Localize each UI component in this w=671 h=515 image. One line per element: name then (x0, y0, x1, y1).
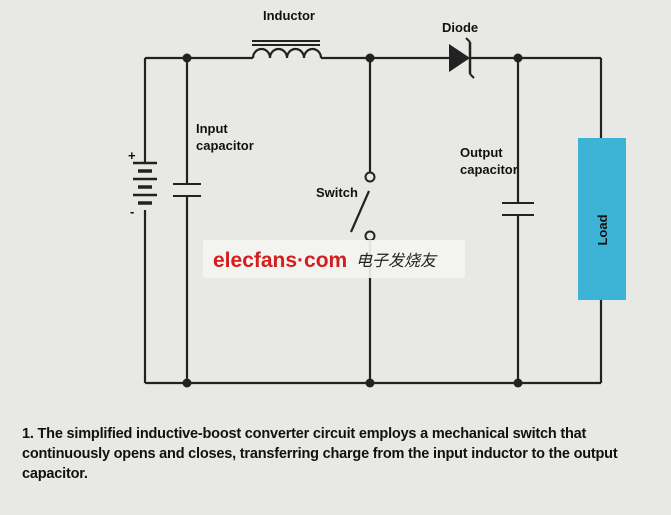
junction-dot (182, 378, 192, 388)
switch-contact-top (364, 171, 376, 183)
input-capacitor-label-line1: Input (196, 121, 228, 136)
inductor-label: Inductor (263, 8, 315, 23)
input-capacitor-label-line2: capacitor (196, 138, 254, 153)
battery-icon (133, 161, 157, 205)
watermark-brand: elecfans·com (213, 249, 347, 272)
junction-dot (365, 378, 375, 388)
switch-label: Switch (316, 185, 358, 200)
circuit-diagram: + - Load Inductor Diode Input capacitor … (128, 8, 626, 388)
junction-dot (513, 378, 523, 388)
figure-caption: 1. The simplified inductive-boost conver… (22, 426, 618, 482)
junction-dot (513, 53, 523, 63)
inductor-coil (251, 47, 323, 59)
diode-label: Diode (442, 20, 478, 35)
diode-bar-hook-top (465, 37, 471, 43)
output-capacitor-label-line2: capacitor (460, 162, 518, 177)
junction-dot (182, 53, 192, 63)
junction-dot (365, 53, 375, 63)
diode-triangle (449, 44, 470, 72)
battery-plus-label: + (128, 148, 136, 163)
watermark: elecfans·com 电子发烧友 (203, 240, 465, 278)
output-capacitor-label-line1: Output (460, 145, 503, 160)
load-block (578, 138, 626, 300)
watermark-background (203, 240, 465, 278)
battery-minus-label: - (130, 204, 134, 219)
diode-bar-hook-bottom (469, 73, 475, 79)
watermark-chinese: 电子发烧友 (356, 251, 438, 270)
load-label: Load (595, 214, 610, 245)
switch-lever (349, 190, 371, 233)
switch-contact-bottom (364, 230, 376, 242)
